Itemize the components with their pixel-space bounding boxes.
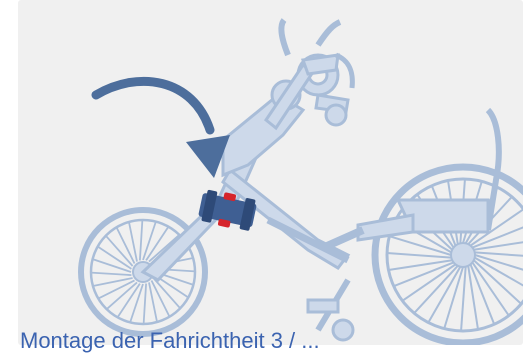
wheel-spoke xyxy=(461,267,466,331)
wheelchair-rear-wheel xyxy=(375,167,523,343)
wheel-spoke xyxy=(468,266,478,330)
wheelchair-frame xyxy=(308,110,499,340)
wheel-spoke xyxy=(387,253,451,258)
wheel-spoke xyxy=(91,273,131,275)
handbike-wheelchair-illustration xyxy=(18,0,523,345)
wheel-spoke xyxy=(144,284,146,324)
wheel-spoke xyxy=(470,264,494,324)
handbike-frame xyxy=(143,20,352,280)
wheel-spoke xyxy=(394,262,454,286)
wheel-spoke xyxy=(402,264,455,300)
wheel-spoke xyxy=(388,260,452,270)
wheel-spoke xyxy=(140,220,142,260)
caption-text: Montage der Fahrichtheit 3 / ... xyxy=(0,327,523,355)
curved-arrow-icon xyxy=(96,81,230,178)
wheel-spoke xyxy=(472,262,508,315)
illustration-panel xyxy=(18,0,523,345)
